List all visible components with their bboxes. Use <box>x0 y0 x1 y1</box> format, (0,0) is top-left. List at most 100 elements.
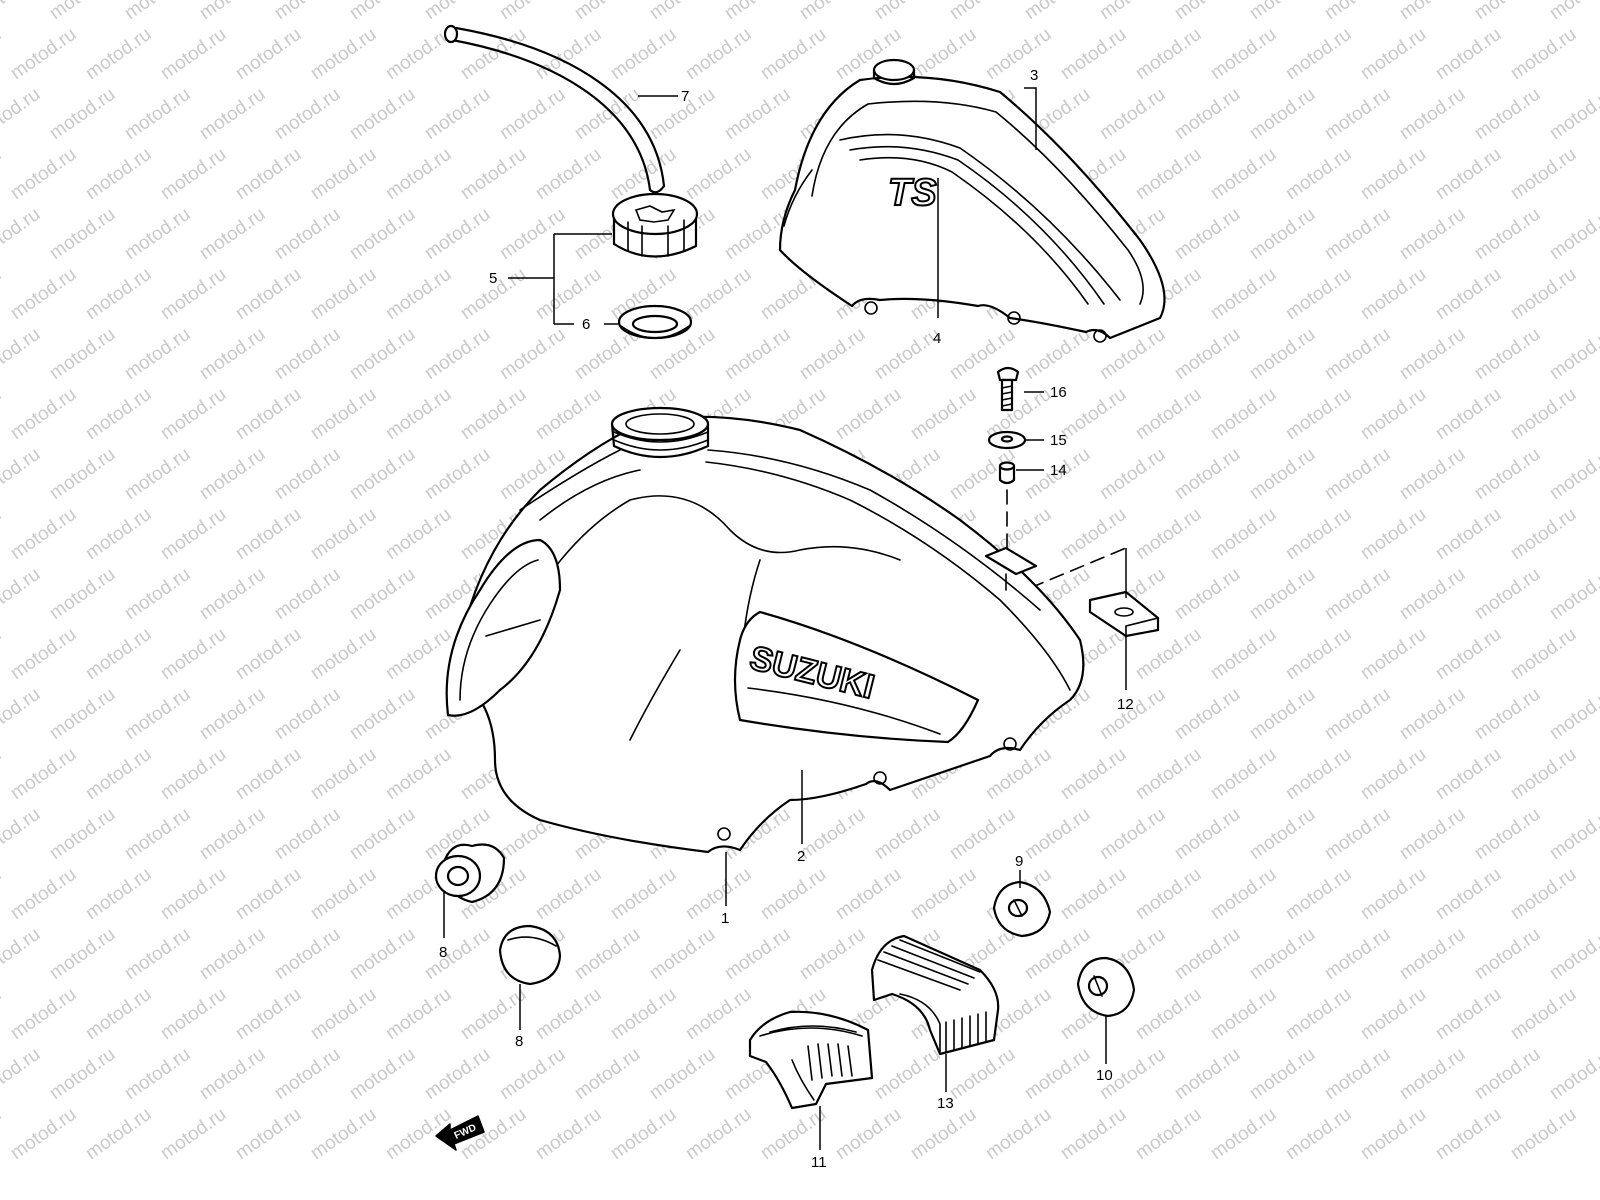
callout-2[interactable]: 2 <box>797 848 805 865</box>
watermark-text: motod.ru <box>1246 564 1319 624</box>
watermark-text: motod.ru <box>1246 204 1319 264</box>
watermark-text: motod.ru <box>1471 564 1544 624</box>
watermark-text: motod.ru <box>121 804 194 864</box>
watermark-text: motod.ru <box>532 984 605 1044</box>
watermark-text: motod.ru <box>1207 984 1280 1044</box>
part-3-tank-cover[interactable]: TS <box>778 58 1166 343</box>
watermark-text: motod.ru <box>1132 24 1205 84</box>
watermark-text: motod.ru <box>196 924 269 984</box>
watermark-text: motod.ru <box>1057 1104 1130 1164</box>
callout-4[interactable]: 4 <box>933 330 941 347</box>
callout-13[interactable]: 13 <box>937 1095 954 1112</box>
callout-3[interactable]: 3 <box>1030 67 1038 84</box>
watermark-text: motod.ru <box>1546 324 1600 384</box>
watermark-text: motod.ru <box>1432 984 1505 1044</box>
watermark-text: motod.ru <box>7 624 80 684</box>
watermark-text: motod.ru <box>1507 744 1580 804</box>
callout-12[interactable]: 12 <box>1117 696 1134 713</box>
callout-15[interactable]: 15 <box>1050 432 1067 449</box>
part-11-lower-cushion[interactable] <box>748 1010 874 1110</box>
part-8-cushion-lower[interactable] <box>498 924 562 986</box>
watermark-text: motod.ru <box>946 0 1019 24</box>
callout-6[interactable]: 6 <box>582 316 590 333</box>
watermark-text: motod.ru <box>0 984 5 1044</box>
watermark-text: motod.ru <box>757 24 830 84</box>
part-12-rear-bracket[interactable] <box>1088 590 1160 638</box>
watermark-text: motod.ru <box>7 24 80 84</box>
watermark-text: motod.ru <box>1321 1044 1394 1104</box>
watermark-text: motod.ru <box>382 144 455 204</box>
watermark-text: motod.ru <box>1207 744 1280 804</box>
part-14-collar[interactable] <box>998 461 1016 485</box>
part-8-cushion-upper[interactable] <box>434 843 506 904</box>
watermark-text: motod.ru <box>46 804 119 864</box>
callout-8-upper[interactable]: 8 <box>439 944 447 961</box>
watermark-text: motod.ru <box>0 1044 44 1104</box>
watermark-text: motod.ru <box>721 0 794 24</box>
watermark-text: motod.ru <box>82 864 155 924</box>
watermark-text: motod.ru <box>1321 324 1394 384</box>
watermark-text: motod.ru <box>1432 744 1505 804</box>
callout-8-lower[interactable]: 8 <box>515 1033 523 1050</box>
watermark-text: motod.ru <box>7 984 80 1044</box>
part-16-bolt[interactable] <box>996 366 1020 412</box>
watermark-text: motod.ru <box>907 864 980 924</box>
watermark-text: motod.ru <box>0 1104 5 1164</box>
watermark-text: motod.ru <box>121 444 194 504</box>
watermark-text: motod.ru <box>0 744 5 804</box>
watermark-text: motod.ru <box>532 24 605 84</box>
watermark-text: motod.ru <box>796 324 869 384</box>
callout-14[interactable]: 14 <box>1050 462 1067 479</box>
watermark-text: motod.ru <box>121 204 194 264</box>
watermark-text: motod.ru <box>271 924 344 984</box>
watermark-text: motod.ru <box>1132 1104 1205 1164</box>
watermark-text: motod.ru <box>1507 984 1580 1044</box>
watermark-text: motod.ru <box>1321 0 1394 24</box>
watermark-text: motod.ru <box>1546 84 1600 144</box>
watermark-text: motod.ru <box>1171 444 1244 504</box>
part-9-grommet[interactable] <box>992 880 1052 938</box>
watermark-text: motod.ru <box>0 84 44 144</box>
watermark-text: motod.ru <box>1057 744 1130 804</box>
part-6-cap-gasket[interactable] <box>617 304 693 340</box>
callout-9[interactable]: 9 <box>1015 853 1023 870</box>
watermark-text: motod.ru <box>271 84 344 144</box>
watermark-text: motod.ru <box>7 1104 80 1164</box>
watermark-text: motod.ru <box>382 744 455 804</box>
watermark-text: motod.ru <box>1357 624 1430 684</box>
watermark-text: motod.ru <box>1507 1104 1580 1164</box>
watermark-text: motod.ru <box>682 984 755 1044</box>
watermark-text: motod.ru <box>1507 144 1580 204</box>
watermark-text: motod.ru <box>1096 84 1169 144</box>
part-15-washer[interactable] <box>987 430 1027 450</box>
watermark-text: motod.ru <box>1546 0 1600 24</box>
part-10-grommet[interactable] <box>1076 956 1136 1018</box>
callout-11[interactable]: 11 <box>811 1154 827 1171</box>
watermark-text: motod.ru <box>271 804 344 864</box>
watermark-text: motod.ru <box>346 324 419 384</box>
part-1-fuel-tank[interactable]: SUZUKI <box>445 406 1085 854</box>
watermark-text: motod.ru <box>271 684 344 744</box>
callout-1[interactable]: 1 <box>721 910 729 927</box>
watermark-text: motod.ru <box>46 84 119 144</box>
watermark-text: motod.ru <box>907 1104 980 1164</box>
watermark-text: motod.ru <box>1396 84 1469 144</box>
cover-ts-logo: TS <box>888 172 937 214</box>
part-5-fuel-cap[interactable] <box>611 192 699 258</box>
watermark-text: motod.ru <box>1132 984 1205 1044</box>
part-7-breather-hose[interactable] <box>443 24 666 194</box>
watermark-text: motod.ru <box>0 384 5 444</box>
watermark-text: motod.ru <box>82 24 155 84</box>
watermark-text: motod.ru <box>46 324 119 384</box>
watermark-text: motod.ru <box>46 1044 119 1104</box>
watermark-text: motod.ru <box>1396 444 1469 504</box>
watermark-text: motod.ru <box>196 0 269 24</box>
watermark-text: motod.ru <box>157 144 230 204</box>
callout-5[interactable]: 5 <box>489 270 497 287</box>
callout-7[interactable]: 7 <box>681 88 689 105</box>
part-13-ribbed-cushion[interactable] <box>870 934 1000 1056</box>
callout-10[interactable]: 10 <box>1096 1067 1113 1084</box>
callout-16[interactable]: 16 <box>1050 384 1067 401</box>
watermark-text: motod.ru <box>346 84 419 144</box>
watermark-text: motod.ru <box>232 624 305 684</box>
